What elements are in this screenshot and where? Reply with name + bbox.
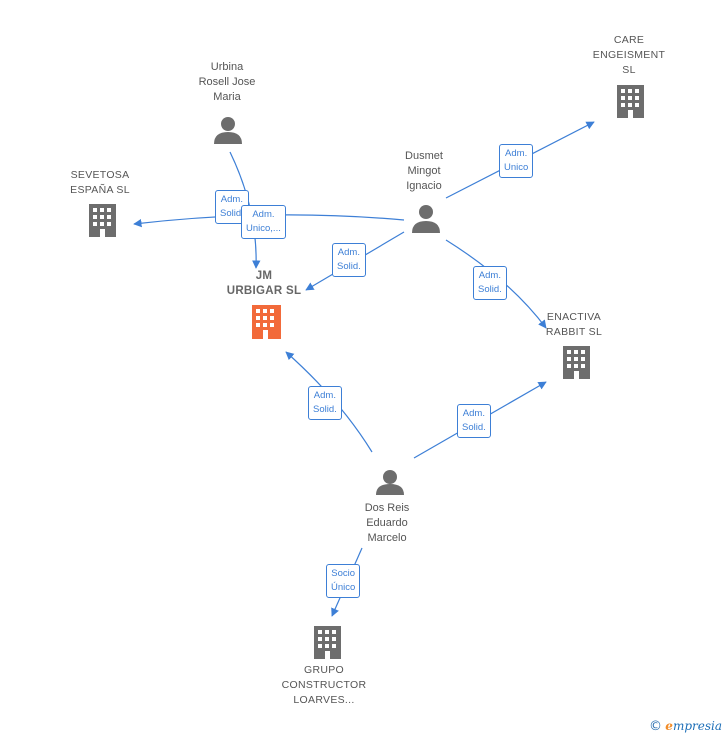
- company-name-line: JM: [255, 270, 273, 282]
- relation-label-line: Adm.: [505, 148, 528, 159]
- relation-label-line: Solid.: [478, 284, 502, 295]
- relation-label-line: Unico,...: [246, 223, 281, 234]
- company-name-line: URBIGAR SL: [226, 285, 302, 297]
- company-label-enactiva[interactable]: ENACTIVA RABBIT SL: [524, 310, 624, 340]
- company-name-line: ESPAÑA SL: [70, 184, 130, 196]
- person-label-dusmet[interactable]: Dusmet Mingot Ignacio: [379, 149, 469, 194]
- building-icon-grupo[interactable]: [314, 626, 341, 659]
- company-name-line: ENGEISMENT: [592, 49, 666, 61]
- company-name-line: RABBIT SL: [545, 326, 603, 338]
- brand-logo-text: mpresia: [672, 719, 722, 733]
- building-icon-sevetosa[interactable]: [89, 204, 116, 237]
- relation-badge-urbina-sevetosa[interactable]: Adm. Unico,...: [241, 205, 286, 239]
- company-name-line: CONSTRUCTOR: [281, 679, 367, 691]
- company-name-line: ENACTIVA: [546, 311, 602, 323]
- person-name-line: Maria: [213, 91, 241, 103]
- brand-logo-e: e: [665, 719, 673, 733]
- building-icon-enactiva[interactable]: [563, 346, 590, 379]
- person-name-line: Mingot: [407, 165, 441, 177]
- relation-label-line: Solid.: [313, 404, 337, 415]
- person-name-line: Rosell Jose: [198, 76, 256, 88]
- relation-label-line: Adm.: [313, 390, 336, 401]
- person-icon-urbina[interactable]: [214, 117, 242, 144]
- relation-label-line: Adm.: [252, 209, 275, 220]
- person-name-line: Marcelo: [367, 532, 407, 544]
- brand-logo: empresia: [665, 719, 722, 733]
- relation-label-line: Adm.: [462, 408, 485, 419]
- relation-label-line: Único: [331, 582, 356, 593]
- company-name-line: LOARVES...: [293, 694, 355, 706]
- empresia-footer[interactable]: © empresia: [649, 719, 722, 734]
- relation-badge-dusmet-jm[interactable]: Adm. Solid.: [332, 243, 366, 277]
- company-name-line: CARE: [613, 34, 645, 46]
- relation-badge-dosreis-jm[interactable]: Adm. Solid.: [308, 386, 342, 420]
- relation-label-line: Adm.: [337, 247, 360, 258]
- relation-label-line: Solid.: [220, 208, 244, 219]
- person-icon-dusmet[interactable]: [412, 205, 440, 233]
- person-icon-dosreis[interactable]: [376, 470, 404, 495]
- person-label-dosreis[interactable]: Dos Reis Eduardo Marcelo: [342, 501, 432, 546]
- relation-label-line: Solid.: [462, 422, 486, 433]
- copyright-icon: ©: [648, 719, 662, 734]
- company-name-line: SL: [622, 64, 636, 76]
- company-label-jm[interactable]: JM URBIGAR SL: [214, 269, 314, 299]
- relation-label-line: Solid.: [337, 261, 361, 272]
- relation-badge-dosreis-grupo[interactable]: Socio Único: [326, 564, 361, 598]
- company-name-line: SEVETOSA: [70, 169, 130, 181]
- person-label-urbina[interactable]: Urbina Rosell Jose Maria: [182, 60, 272, 105]
- relation-badge-dusmet-enactiva[interactable]: Adm. Solid.: [473, 266, 507, 300]
- person-name-line: Urbina: [210, 61, 244, 73]
- company-label-sevetosa[interactable]: SEVETOSA ESPAÑA SL: [50, 168, 150, 198]
- building-icon-care[interactable]: [617, 85, 644, 118]
- company-name-line: GRUPO: [303, 664, 344, 676]
- building-icon-jm[interactable]: [252, 305, 281, 339]
- company-label-care[interactable]: CARE ENGEISMENT SL: [579, 33, 679, 78]
- relation-label-line: Adm.: [220, 194, 243, 205]
- person-name-line: Eduardo: [366, 517, 408, 529]
- person-name-line: Dusmet: [405, 150, 443, 162]
- person-name-line: Ignacio: [406, 180, 442, 192]
- relation-label-line: Socio: [331, 568, 356, 579]
- person-name-line: Dos Reis: [364, 502, 410, 514]
- relation-label-line: Unico: [504, 162, 529, 173]
- relation-badge-dosreis-enactiva[interactable]: Adm. Solid.: [457, 404, 491, 438]
- relation-badge-dusmet-care[interactable]: Adm. Unico: [499, 144, 534, 178]
- relation-label-line: Adm.: [478, 270, 501, 281]
- company-label-grupo[interactable]: GRUPO CONSTRUCTOR LOARVES...: [274, 663, 374, 708]
